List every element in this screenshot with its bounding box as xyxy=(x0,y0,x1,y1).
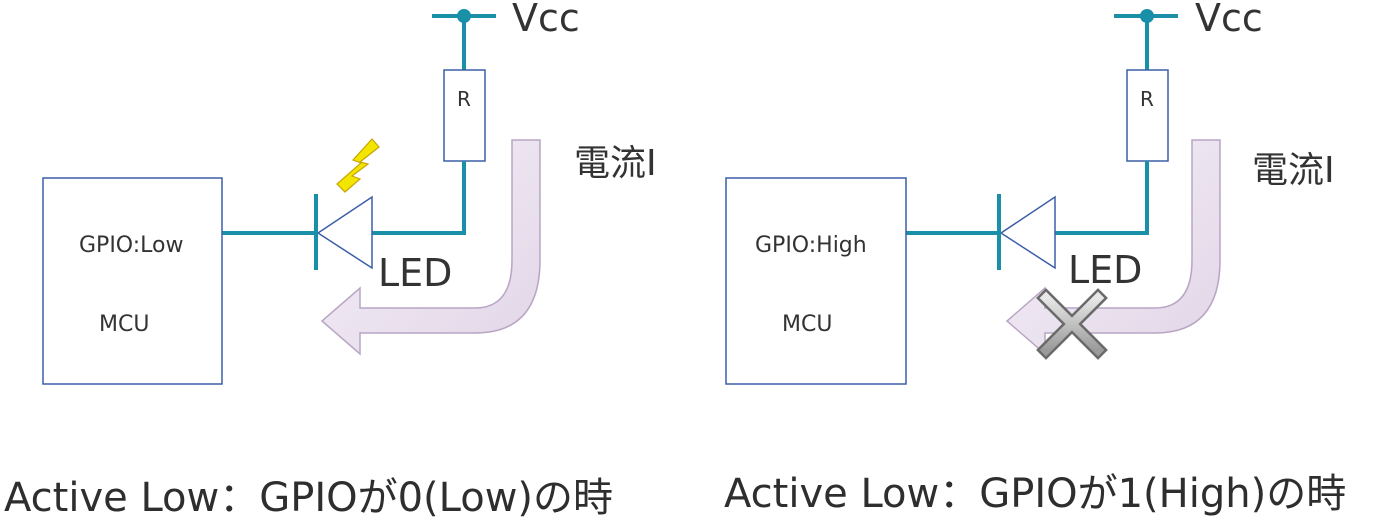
left-led-symbol xyxy=(316,195,373,270)
left-resistor-label: R xyxy=(457,87,471,111)
right-circuit: Vcc R LED GPIO:High MCU 電流I Active Low：G… xyxy=(724,0,1346,517)
left-gpio-label: GPIO:Low xyxy=(79,233,183,258)
right-vcc-label: Vcc xyxy=(1195,0,1263,40)
left-circuit: Vcc R LED GPIO:Low MCU 電流I Active Low：GP… xyxy=(4,0,657,521)
right-current-label: 電流I xyxy=(1252,150,1335,191)
left-wire-r-led xyxy=(372,161,466,235)
left-current-arrow xyxy=(320,139,541,356)
right-led-label: LED xyxy=(1068,248,1142,292)
right-current-arrow xyxy=(1005,139,1221,356)
right-gpio-label: GPIO:High xyxy=(755,233,867,258)
right-blocked-x-icon xyxy=(1036,288,1108,360)
left-caption: Active Low：GPIOが0(Low)の時 xyxy=(4,475,613,521)
right-caption: Active Low：GPIOが1(High)の時 xyxy=(724,471,1346,517)
left-vcc-label: Vcc xyxy=(512,0,580,40)
left-lightning-icon xyxy=(336,138,380,193)
right-resistor-label: R xyxy=(1140,87,1154,111)
left-mcu-box xyxy=(42,177,223,385)
left-resistor xyxy=(443,69,486,162)
left-mcu-label: MCU xyxy=(99,312,149,337)
right-wire-r-led xyxy=(1055,161,1149,235)
right-mcu-label: MCU xyxy=(782,312,832,337)
left-current-label: 電流I xyxy=(574,143,657,184)
left-led-label: LED xyxy=(378,251,452,295)
right-mcu-box xyxy=(725,177,907,385)
right-led-symbol xyxy=(999,195,1056,270)
right-resistor xyxy=(1126,69,1169,162)
